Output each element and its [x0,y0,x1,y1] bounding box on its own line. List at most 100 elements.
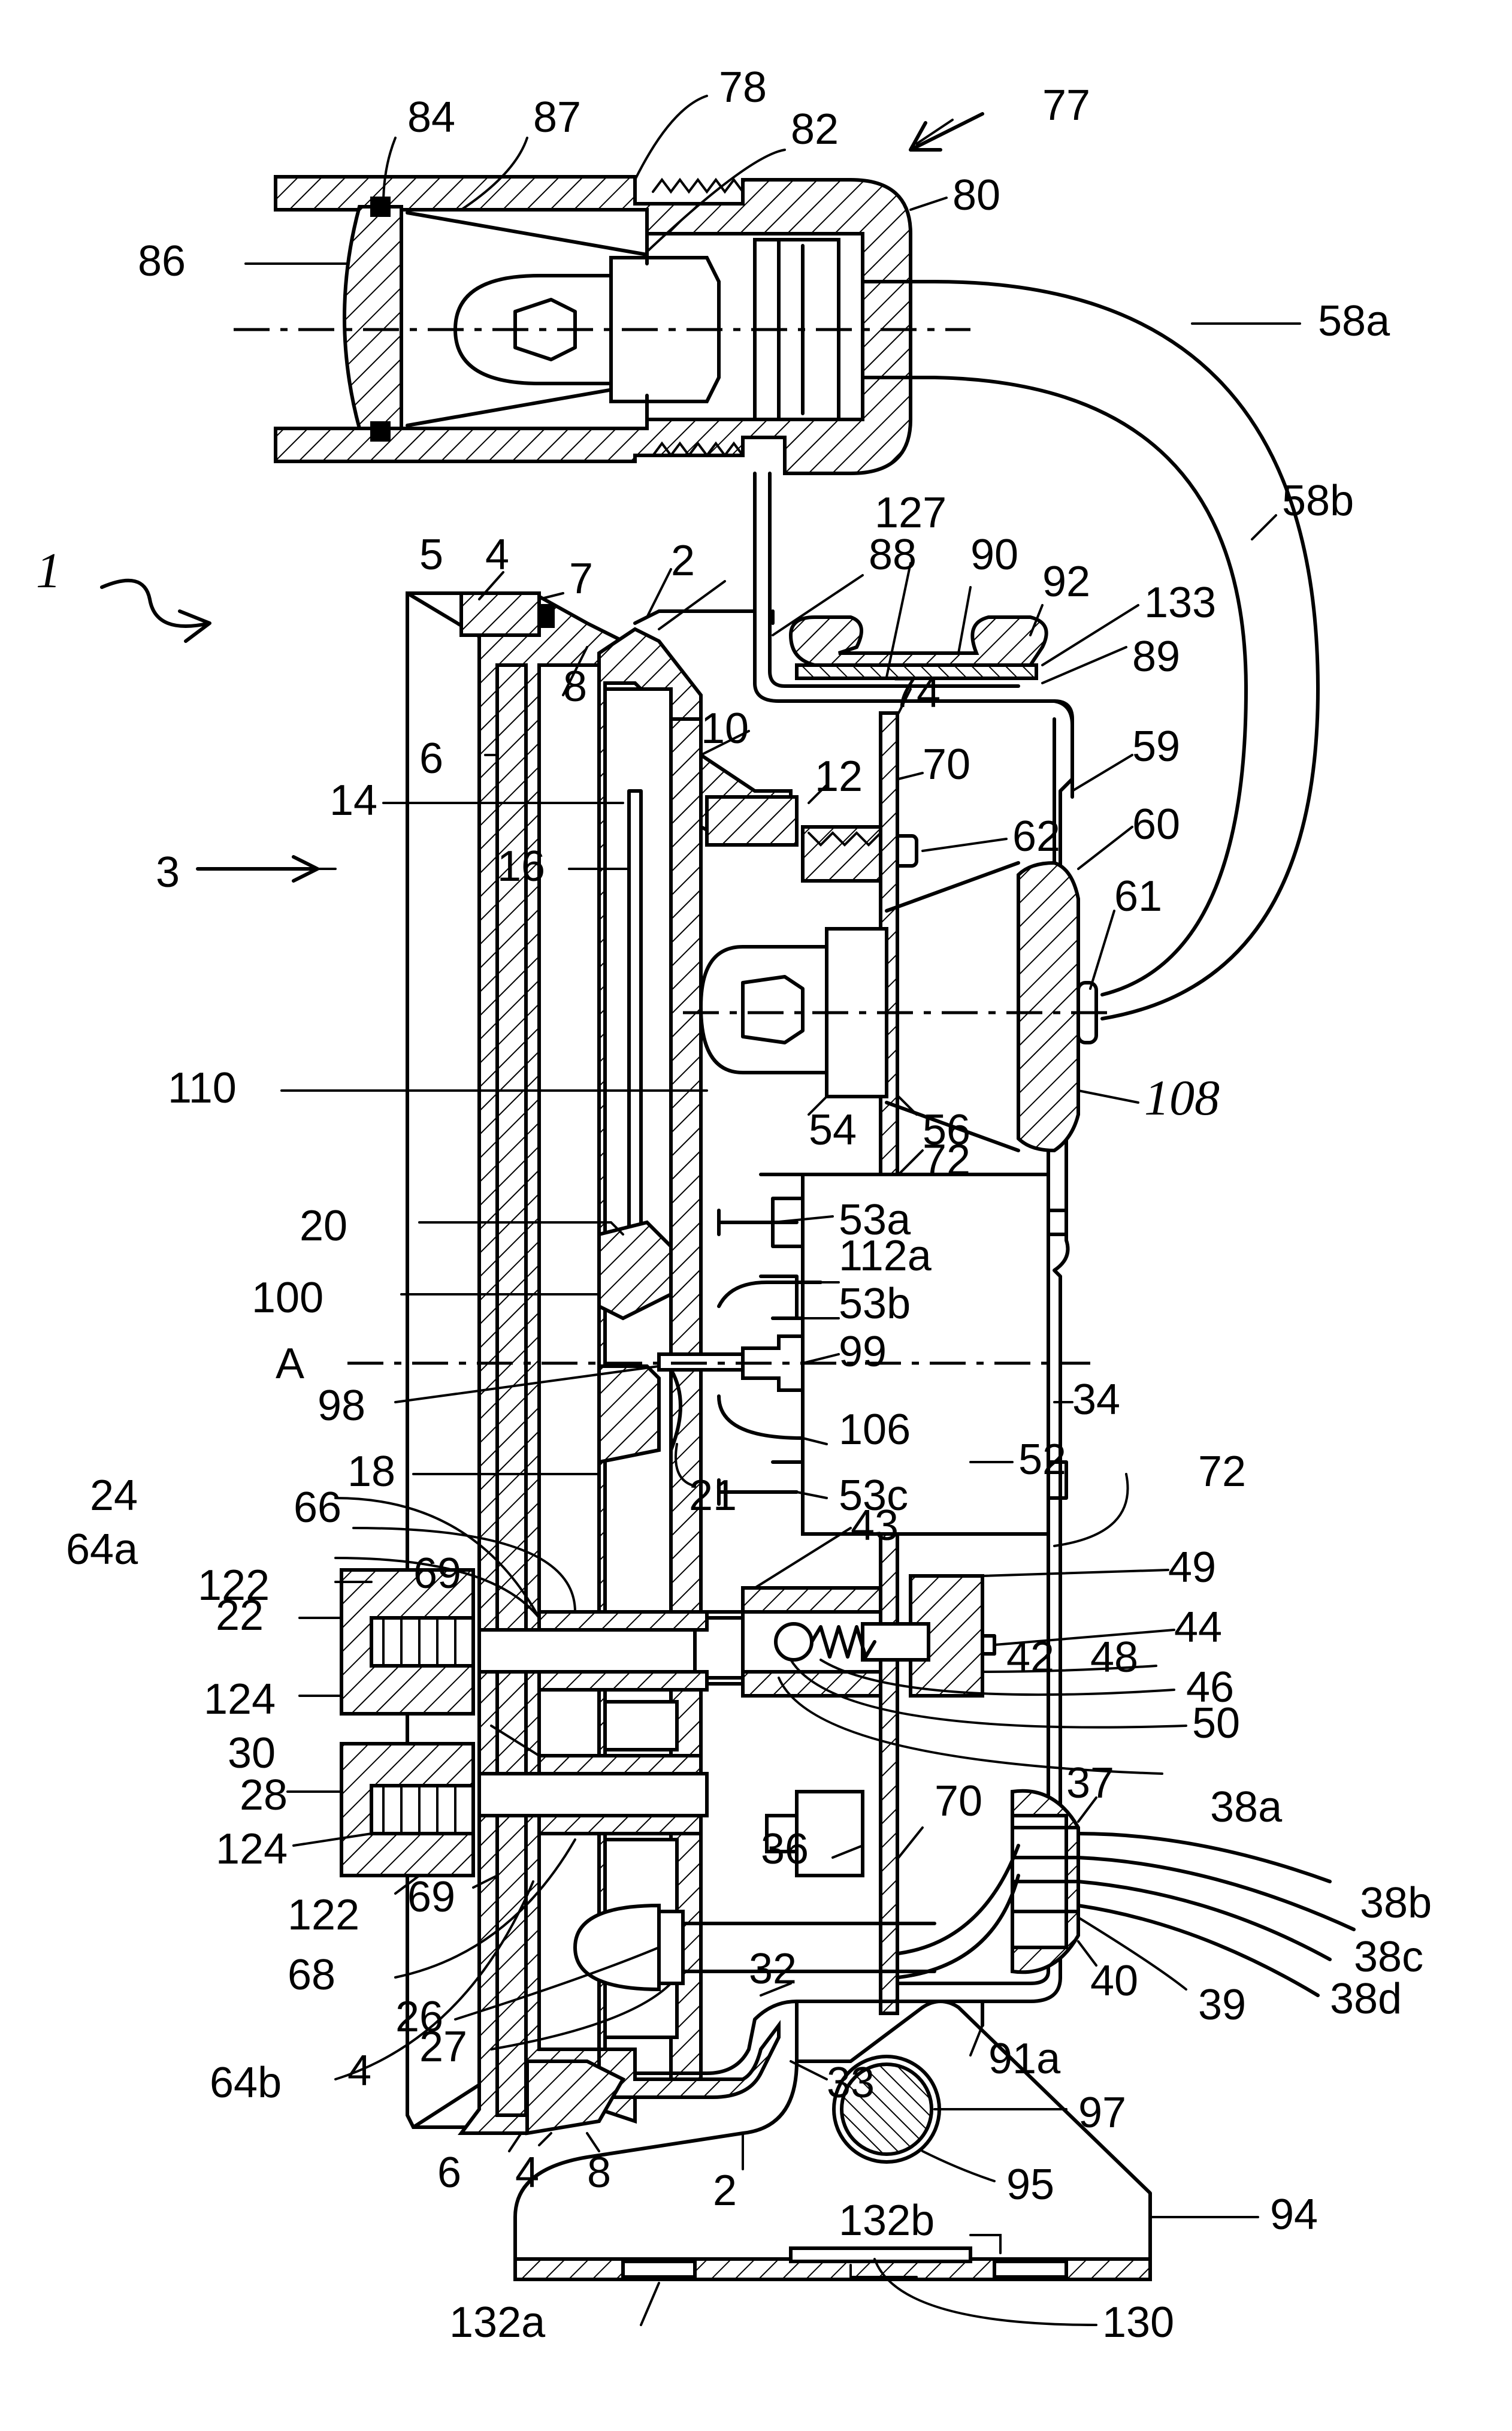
label-86: 86 [138,237,186,285]
lead-wires-inner [899,1846,1018,1977]
lead-106 [719,1396,803,1438]
seal-7 [539,605,554,627]
label-124-top: 124 [204,1675,276,1723]
label-99: 99 [839,1328,887,1376]
base-slot-1 [623,2261,695,2277]
label-89: 89 [1132,633,1180,681]
label-38b: 38b [1360,1879,1432,1927]
label-72-top: 72 [923,1136,970,1184]
valve-body-43 [743,1588,881,1612]
label-132a: 132a [449,2299,546,2347]
label-8-bottom: 8 [587,2149,611,2197]
pin-53a [719,1210,797,1234]
label-62: 62 [1012,813,1060,860]
bushing-66 [539,1672,707,1690]
label-3: 3 [156,848,180,896]
label-4-mid: 4 [347,2047,371,2095]
label-A: A [276,1340,304,1388]
label-7: 7 [569,555,593,603]
label-58a: 58a [1318,297,1390,345]
label-80: 80 [952,171,1000,219]
label-34: 34 [1072,1376,1120,1424]
label-27: 27 [419,2023,467,2071]
valve-plunger [863,1624,929,1660]
label-91a: 91a [988,2035,1061,2083]
bezel-bottom-8 [527,2061,623,2133]
base-slot-2 [994,2261,1066,2277]
label-133: 133 [1144,579,1216,627]
label-70-top: 70 [923,741,970,789]
label-33: 33 [827,2059,875,2107]
label-1: 1 [36,543,61,599]
label-60: 60 [1132,801,1180,848]
bushing-68-top [539,1756,701,1774]
label-69: 69 [407,1873,455,1921]
magnet-130 [791,2248,970,2261]
led-27 [575,1905,659,1989]
label-74: 74 [893,669,941,717]
label-43: 43 [851,1502,899,1550]
bezel-top-5 [461,593,539,635]
label-64a: 64a [66,1526,138,1574]
ball-46 [776,1624,812,1660]
label-5: 5 [419,531,443,579]
knob-28-bore [371,1786,473,1834]
label-82: 82 [791,105,839,153]
label-90: 90 [970,531,1018,579]
label-44: 44 [1174,1603,1222,1651]
label-110: 110 [168,1064,237,1112]
label-69-top: 69 [413,1550,461,1597]
label-54: 54 [809,1106,857,1154]
label-8-top: 8 [563,663,587,711]
label-2-bottom: 2 [713,2167,737,2215]
label-87: 87 [533,93,581,141]
label-95: 95 [1006,2161,1054,2209]
label-37: 37 [1066,1759,1114,1807]
label-100: 100 [252,1274,323,1322]
label-14: 14 [329,777,377,825]
label-21: 21 [689,1472,737,1520]
housing-12 [707,797,797,845]
knob-60 [1018,863,1078,1150]
label-94: 94 [1270,2191,1318,2239]
label-127: 127 [875,489,946,537]
label-64b: 64b [210,2059,282,2107]
label-58b: 58b [1282,477,1354,525]
knob-22-bore [371,1618,473,1666]
label-52: 52 [1018,1436,1066,1484]
label-10: 10 [701,705,749,753]
label-18: 18 [347,1448,395,1496]
pin-24 [479,1630,719,1672]
arrow-3 [198,857,317,881]
chamber-26a [605,1702,677,1750]
bushing-68 [539,1816,701,1834]
label-70: 70 [935,1777,982,1825]
label-38a: 38a [1210,1783,1283,1831]
label-6-top: 6 [419,735,443,783]
label-48: 48 [1090,1633,1138,1681]
led-27-base [659,1911,683,1983]
label-97: 97 [1078,2089,1126,2137]
label-49: 49 [1168,1544,1216,1592]
boss-12 [803,827,887,881]
arrow-77 [911,114,982,150]
label-2-top: 2 [671,537,695,585]
label-20: 20 [300,1202,347,1250]
bushing-64a [539,1612,707,1630]
lens-86 [344,207,401,428]
label-98: 98 [317,1382,365,1430]
label-40: 40 [1090,1957,1138,2005]
label-77: 77 [1042,81,1090,129]
wire-38c [1078,1882,1330,1959]
label-12: 12 [815,753,863,801]
label-38c: 38c [1354,1933,1423,1981]
label-50: 50 [1192,1699,1240,1747]
label-108: 108 [1144,1070,1220,1126]
label-24: 24 [90,1472,138,1520]
label-92: 92 [1042,558,1090,606]
label-122: 122 [288,1891,359,1939]
label-16: 16 [497,842,545,890]
cable-58a [863,282,1318,1019]
label-53b: 53b [839,1280,911,1328]
